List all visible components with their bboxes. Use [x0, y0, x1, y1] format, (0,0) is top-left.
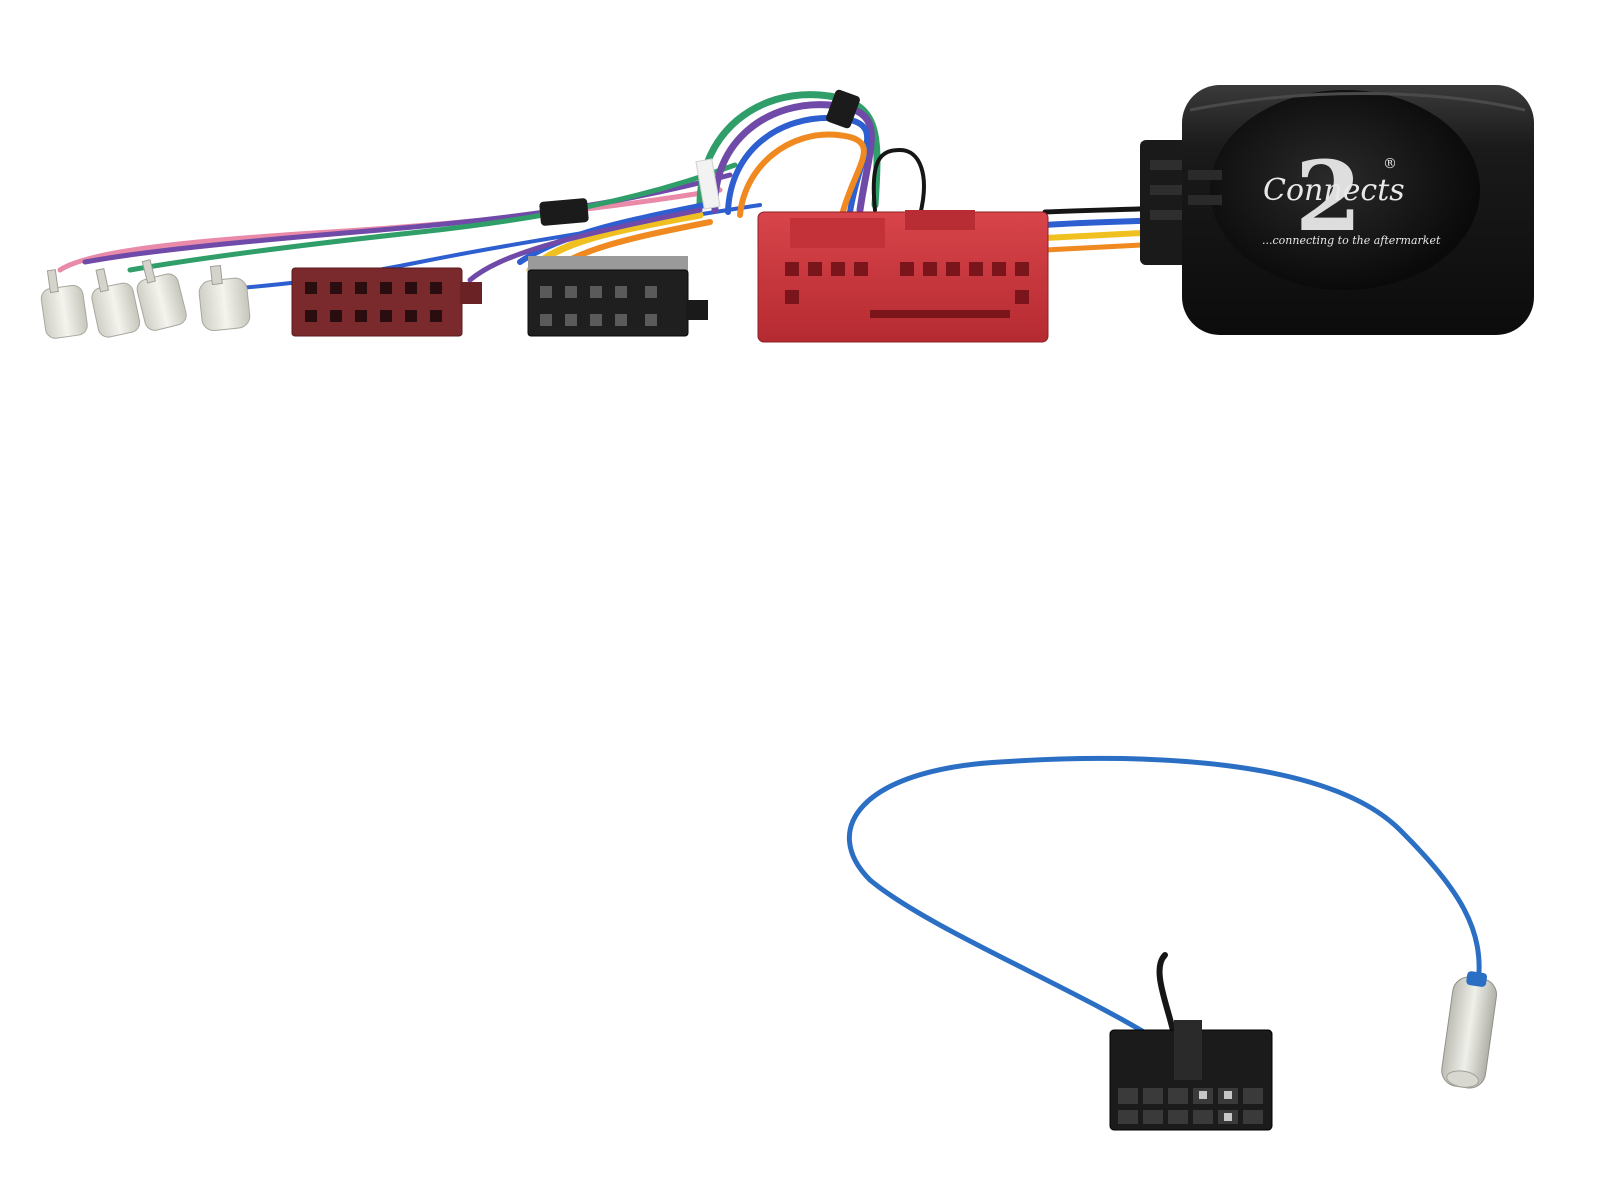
patch-lead — [846, 756, 1482, 1048]
logo-numeral: 2 — [1295, 140, 1362, 253]
interface-module: 2 Connects ® ...connecting to the afterm… — [1140, 85, 1534, 335]
wire-black-loop — [871, 147, 926, 217]
logo-tagline: ...connecting to the aftermarket — [1262, 234, 1441, 247]
logo-wordmark: Connects — [1263, 173, 1405, 208]
wire-green-long — [127, 162, 738, 273]
spade-terminal-icon — [40, 259, 251, 339]
wire-green-loop — [696, 91, 881, 209]
wire-orange-loop — [737, 131, 867, 218]
wire-purple-loop — [711, 101, 875, 214]
iso-power-connector — [291, 267, 482, 337]
iso-speaker-connector — [527, 256, 708, 337]
molex-plug-icon — [1109, 1020, 1273, 1131]
vehicle-connector — [757, 210, 1049, 343]
logo-registered: ® — [1383, 156, 1397, 172]
jack-plug-icon — [1441, 971, 1498, 1089]
black-lead-wire — [1156, 952, 1178, 1043]
blue-lead-wire — [846, 756, 1482, 1048]
